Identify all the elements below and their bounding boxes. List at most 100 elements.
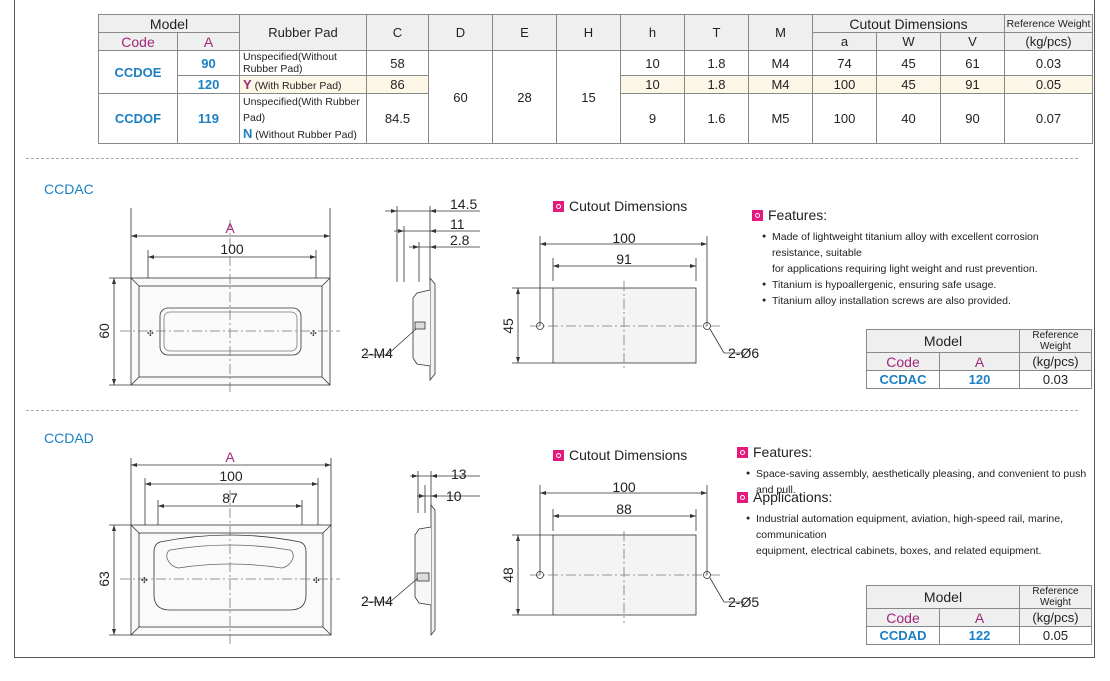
- header-weight: Reference Weight: [1004, 14, 1093, 33]
- cutout-title-text: Cutout Dimensions: [569, 198, 688, 214]
- cutout-title-text: Cutout Dimensions: [569, 447, 688, 463]
- screw-label: 2-M4: [361, 593, 393, 609]
- ccdac-front-view: ✣ ✣ A 100 60: [96, 208, 340, 392]
- ccdad-front-view: ✣ ✣ A 100 87 63: [96, 449, 340, 645]
- list-item: Space-saving assembly, aesthetically ple…: [744, 466, 1089, 498]
- code-ccdof: CCDOF: [98, 93, 178, 144]
- table-row: CCDAD 122 0.05: [866, 626, 1092, 645]
- m-value: M5: [748, 93, 813, 144]
- features-heading-ccdad: Features:: [737, 444, 812, 460]
- code-ccdoe: CCDOE: [98, 50, 178, 94]
- features-list-ccdad: Space-saving assembly, aesthetically ple…: [744, 466, 1089, 498]
- dim-13-label: 13: [451, 466, 467, 482]
- features-heading-ccdac: Features:: [752, 207, 827, 223]
- table-row: CCDAC 120 0.03: [866, 370, 1092, 389]
- header-v: V: [940, 32, 1005, 51]
- weight-value: 0.05: [1004, 75, 1093, 94]
- weight-value: 0.07: [1004, 93, 1093, 144]
- rubber-code: Y: [243, 77, 252, 92]
- screw-label: 2-M4: [361, 345, 393, 361]
- m-value: M4: [748, 75, 813, 94]
- header-c: C: [366, 14, 429, 51]
- rubber-label: (With Rubber Pad): [251, 80, 342, 92]
- header-weight: Reference Weight: [1019, 585, 1092, 609]
- dim-100-label: 100: [220, 241, 244, 257]
- dim-a-label: A: [225, 220, 235, 236]
- svg-text:✣: ✣: [141, 576, 148, 585]
- table-row: CCDOF 119 Unspecified(With Rubber Pad) N…: [98, 93, 1093, 144]
- svg-text:✣: ✣: [313, 576, 320, 585]
- w-value: 45: [876, 75, 941, 94]
- c-value: 86: [366, 75, 429, 94]
- header-code: Code: [98, 32, 178, 51]
- page-frame: [14, 0, 1095, 658]
- header-code: Code: [866, 352, 940, 371]
- a-value: 122: [939, 626, 1020, 645]
- rubber-pad-value: Y (With Rubber Pad): [239, 75, 367, 94]
- square-marker-icon: [737, 492, 748, 503]
- square-marker-icon: [553, 450, 564, 461]
- cut-dim-45-label: 45: [500, 318, 516, 334]
- cut-a-value: 100: [812, 75, 877, 94]
- ccdad-side-view: 13 10 2-M4: [361, 466, 480, 637]
- applications-title-text: Applications:: [753, 489, 833, 505]
- t-value: 1.6: [684, 93, 749, 144]
- table-row: CCDOE 90 Unspecified(Without Rubber Pad)…: [98, 50, 1093, 144]
- cut-dim-88-label: 88: [616, 501, 632, 517]
- ccdac-cutout-view: 100 91 45 2-Ø6: [500, 230, 759, 371]
- header-d: D: [428, 14, 493, 51]
- header-m: M: [748, 14, 813, 51]
- code-value: CCDAC: [866, 370, 940, 389]
- features-title-text: Features:: [753, 444, 813, 460]
- t-value: 1.8: [684, 75, 749, 94]
- d-value: 60: [428, 50, 493, 144]
- ccdad-weight-table: Model Reference Weight Code A (kg/pcs) C…: [866, 585, 1092, 645]
- header-unit: (kg/pcs): [1019, 608, 1092, 627]
- header-weight: Reference Weight: [1019, 329, 1092, 353]
- e-value: 28: [492, 50, 557, 144]
- t-value: 1.8: [684, 50, 749, 76]
- header-unit: (kg/pcs): [1019, 352, 1092, 371]
- cut-dim-91-label: 91: [616, 251, 632, 267]
- cut-dim-48-label: 48: [500, 567, 516, 583]
- square-marker-icon: [737, 447, 748, 458]
- code-value: CCDAD: [866, 626, 940, 645]
- hole-label: 2-Ø6: [728, 345, 759, 361]
- header-cut-a: a: [812, 32, 877, 51]
- spec-header-row-2: Code A a W V (kg/pcs): [98, 32, 1093, 51]
- cut-dim-100-label: 100: [612, 479, 636, 495]
- c-value: 84.5: [366, 93, 429, 144]
- m-value: M4: [748, 50, 813, 76]
- cut-a-value: 74: [812, 50, 877, 76]
- header-h-small: h: [620, 14, 685, 51]
- header-t: T: [684, 14, 749, 51]
- header-cutout: Cutout Dimensions: [812, 14, 1005, 33]
- weight-value: 0.05: [1019, 626, 1092, 645]
- spec-header-row-1: Model Rubber Pad C D E H h T M Cutout Di…: [98, 14, 1093, 51]
- section-title-ccdad: CCDAD: [44, 430, 94, 446]
- square-marker-icon: [553, 201, 564, 212]
- dim-87-label: 87: [222, 490, 238, 506]
- a-value: 120: [177, 75, 240, 94]
- dim-a-label: A: [225, 449, 235, 465]
- cutout-title-ccdad: Cutout Dimensions: [553, 447, 687, 463]
- header-model: Model: [98, 14, 240, 33]
- rubber-label: Unspecified(With Rubber Pad): [243, 96, 360, 124]
- h-small-value: 10: [620, 50, 685, 76]
- rubber-code: N: [243, 126, 253, 141]
- section-divider: [26, 410, 1078, 411]
- ccdad-cutout-view: 100 88 48 2-Ø5: [500, 479, 759, 623]
- a-value: 90: [177, 50, 240, 76]
- header-w: W: [876, 32, 941, 51]
- header-model: Model: [866, 329, 1020, 353]
- cut-a-value: 100: [812, 93, 877, 144]
- h-small-value: 10: [620, 75, 685, 94]
- dim-14-5-label: 14.5: [450, 196, 477, 212]
- w-value: 45: [876, 50, 941, 76]
- applications-list-ccdad: Industrial automation equipment, aviatio…: [744, 511, 1089, 559]
- rubber-pad-value: Unspecified(Without Rubber Pad): [239, 50, 367, 76]
- cutout-title-ccdac: Cutout Dimensions: [553, 198, 687, 214]
- header-model: Model: [866, 585, 1020, 609]
- c-value: 58: [366, 50, 429, 76]
- dim-63-label: 63: [96, 571, 112, 587]
